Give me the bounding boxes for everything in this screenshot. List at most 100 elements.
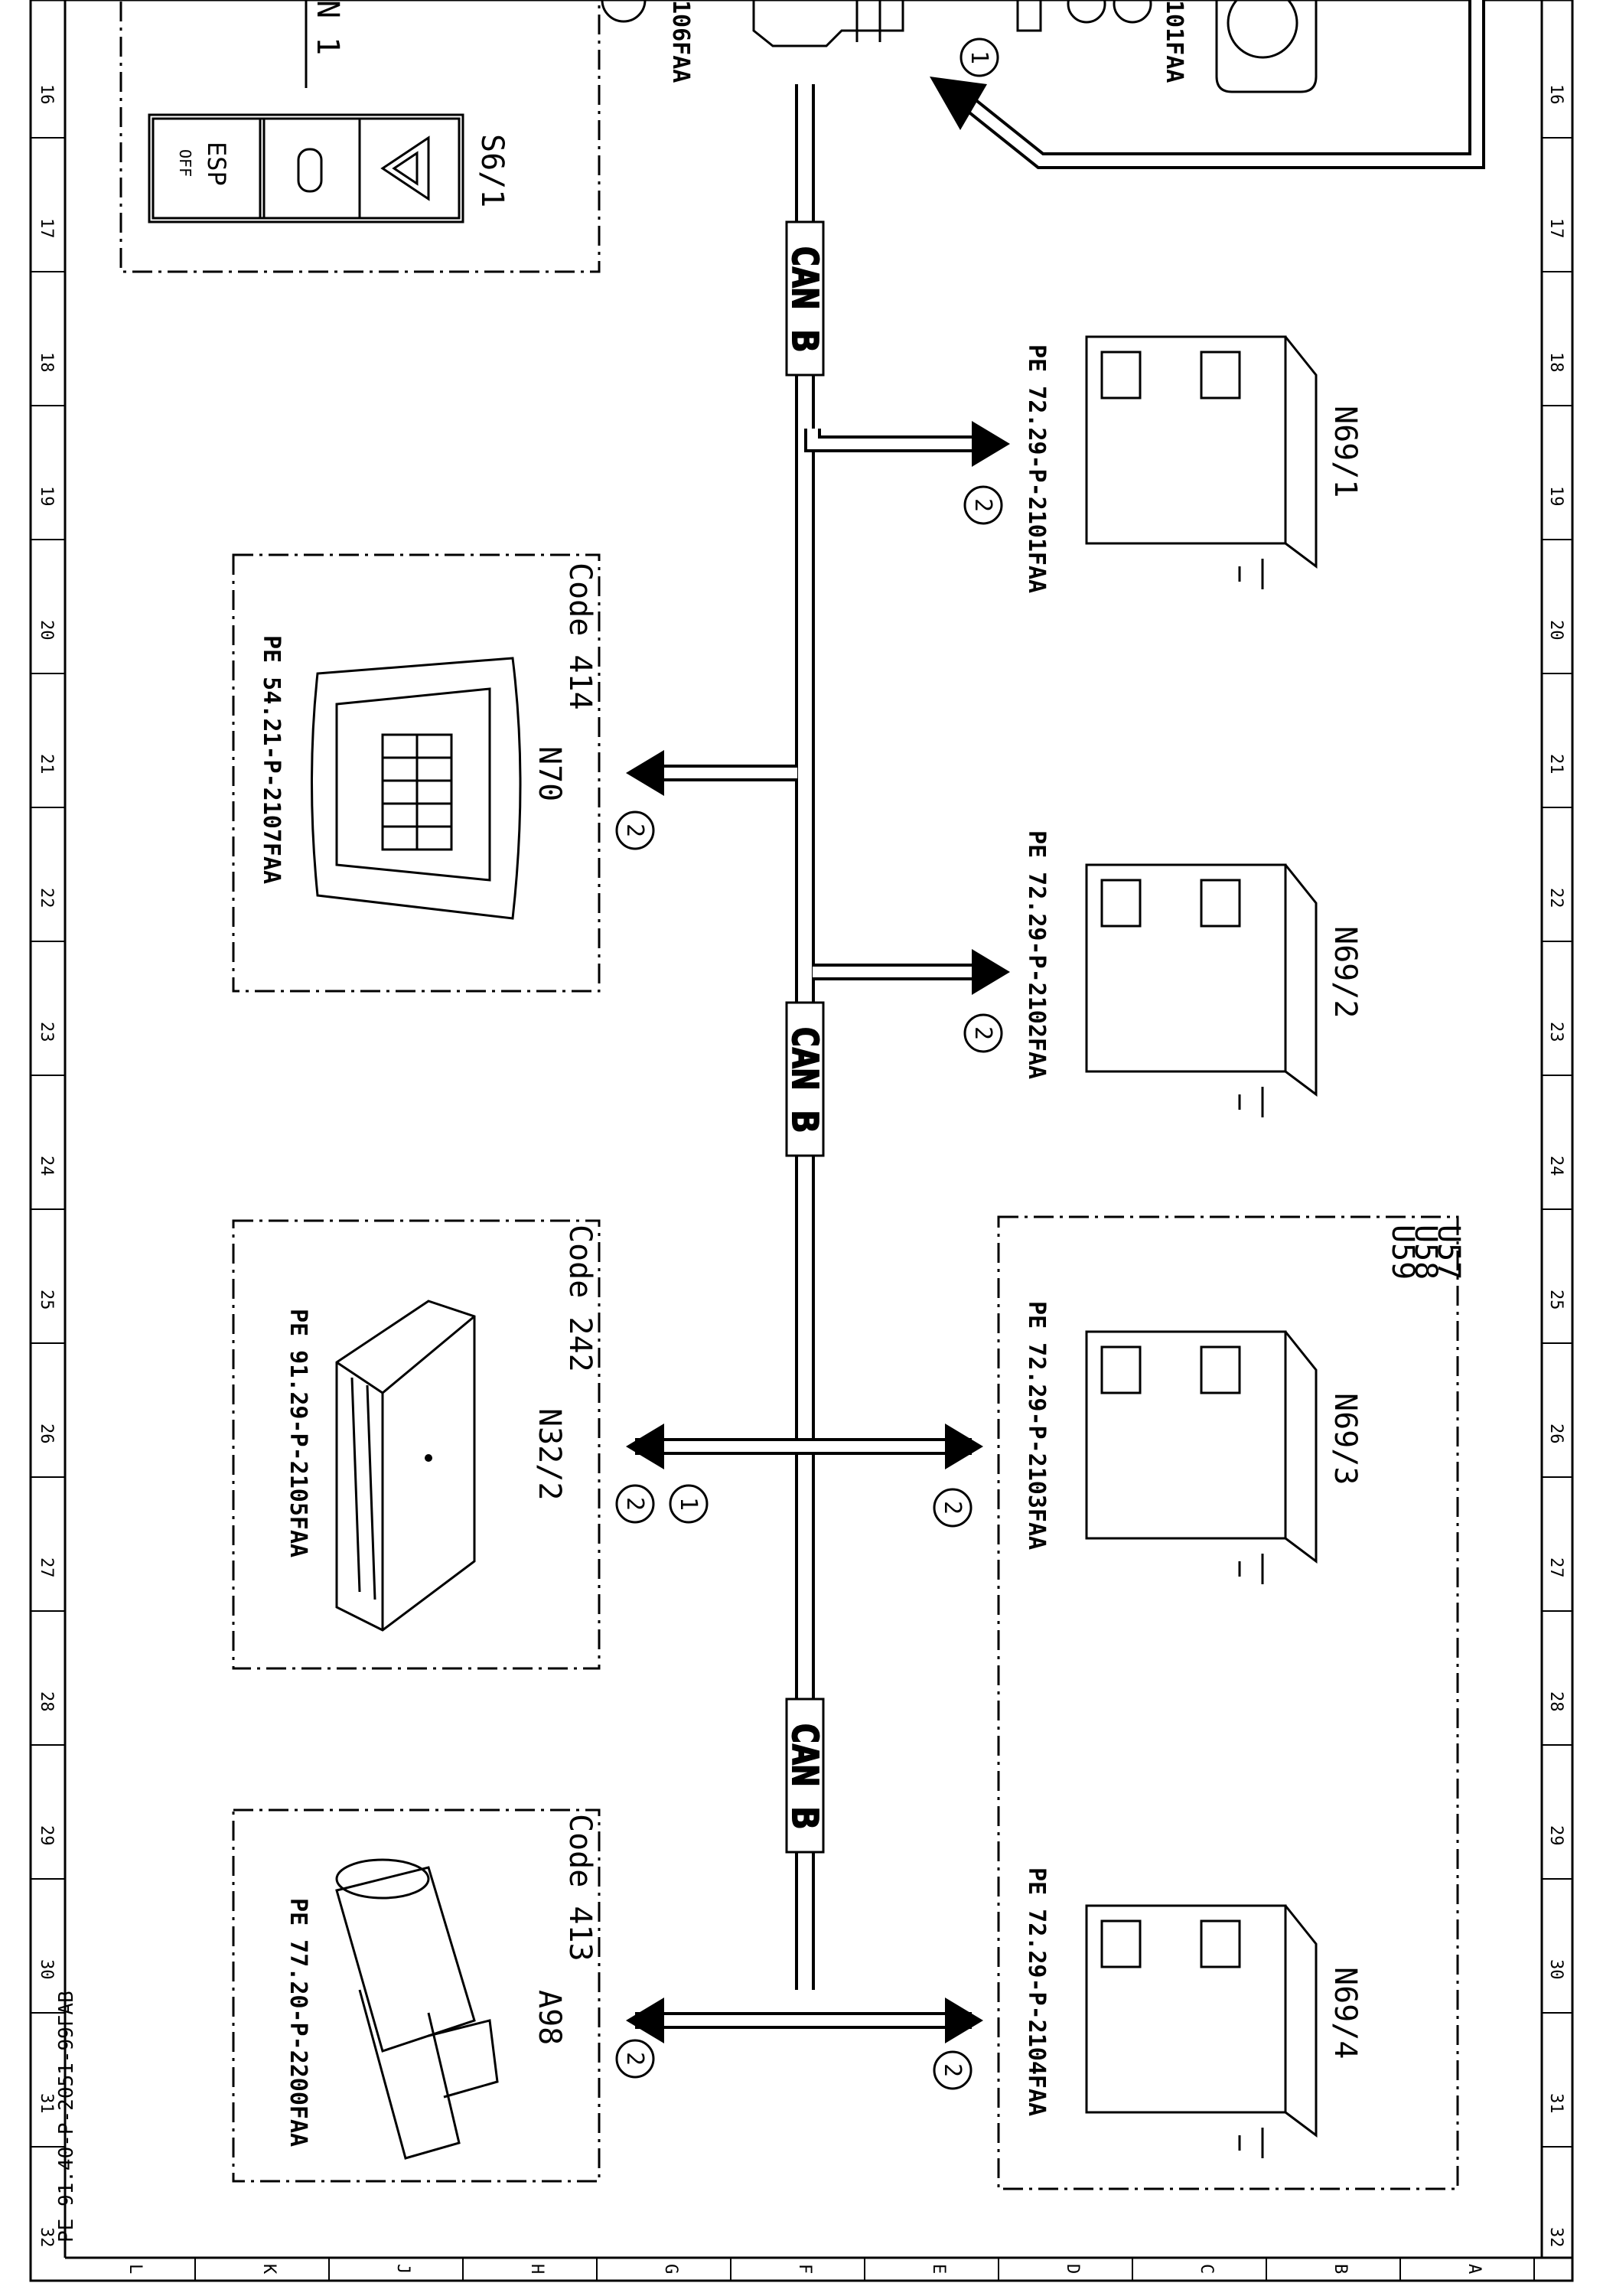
grid-number: 28 [37, 1691, 56, 1712]
grid-number: 28 [1546, 1691, 1566, 1712]
a98-code: Code 413 [562, 1814, 598, 1962]
circle-top: 1 [966, 51, 992, 64]
grid-number: 32 [1546, 2227, 1566, 2248]
grid-number: 17 [1546, 218, 1566, 239]
grid-letter: D [1063, 2264, 1082, 2274]
diagram-id: PE 91.40-P-2051-99FAB [55, 1991, 78, 2242]
can-bus: CAN B CAN B CAN B [784, 84, 826, 1990]
module-n69-4: N69/4 PE 72.29-P-2104FAA [1023, 1867, 1363, 2158]
grid-letter: E [929, 2264, 948, 2274]
n70-id: N70 [532, 746, 567, 801]
grid-number: 24 [1546, 1156, 1566, 1176]
circle-n32-2-b: 2 [621, 1497, 648, 1511]
grid-number: 26 [37, 1424, 56, 1444]
grid-number: 32 [37, 2227, 56, 2248]
grid-number: 31 [37, 2093, 56, 2114]
grid-letter: C [1197, 2264, 1216, 2274]
n70-ref: PE 54.21-P-2107FAA [258, 635, 285, 884]
grid-letter: B [1331, 2264, 1350, 2274]
can-b-label-3: CAN B [784, 1723, 826, 1828]
grid-number: 29 [37, 1825, 56, 1846]
grid-number: 20 [1546, 620, 1566, 641]
grid-numbers-right: 16 17 18 19 20 21 22 23 24 25 26 27 28 29 30 31 32 [1542, 84, 1572, 2281]
n69-3-ref: PE 72.29-P-2103FAA [1023, 1301, 1050, 1550]
can-b-label-1: CAN B [784, 246, 826, 351]
grid-number: 18 [37, 352, 56, 373]
grid-number: 18 [1546, 352, 1566, 373]
circle-markers: 1 2 2 2 1 2 2 2 2 [615, 38, 1003, 2090]
grid-number: 23 [37, 1022, 56, 1042]
module-n69-3: N69/3 PE 72.29-P-2103FAA [1023, 1301, 1363, 1584]
n69-3-id: N69/3 [1328, 1393, 1363, 1485]
n69-2-id: N69/2 [1328, 926, 1363, 1018]
u-code-box: U57 U58 U59 [997, 1215, 1466, 2190]
grid-number: 20 [37, 620, 56, 641]
grid-number: 16 [37, 84, 56, 105]
grid-number: 24 [37, 1156, 56, 1176]
circle-n69-4: 2 [939, 2063, 966, 2077]
module-n70: Code 414 N70 PE 54.21-P-2107FAA [232, 553, 601, 993]
grid-letter: J [393, 2264, 412, 2274]
grid-number: 26 [1546, 1424, 1566, 1444]
n69-1-id: N69/1 [1328, 406, 1363, 497]
s6-1-label: S6/1 [474, 134, 510, 207]
module-a98: Code 413 A98 PE 77.20-P-2200FAA [232, 1808, 601, 2183]
n69-2-ref: PE 72.29-P-2102FAA [1023, 830, 1050, 1079]
bus-branches [626, 0, 1485, 2043]
module-n69-1: N69/1 PE 72.29-P-2101FAA [1023, 335, 1363, 593]
off-text: OFF [176, 149, 194, 177]
can-b-label-2: CAN B [784, 1026, 826, 1132]
grid-number: 25 [37, 1290, 56, 1310]
grid-number: 31 [1546, 2093, 1566, 2114]
grid-number: 19 [1546, 486, 1566, 507]
u-code-3: U59 [1385, 1225, 1420, 1280]
n69-1-ref: PE 72.29-P-2101FAA [1023, 344, 1050, 593]
grid-letter: G [661, 2264, 680, 2274]
circle-a98: 2 [621, 2052, 648, 2066]
partial-ref-left: 106FAA [667, 0, 694, 83]
grid-number: 30 [37, 1959, 56, 1980]
grid-letter: K [259, 2264, 279, 2275]
n32-2-code: Code 242 [562, 1225, 598, 1372]
grid-number: 17 [37, 218, 56, 239]
partial-ref-right: 101FAA [1161, 0, 1188, 83]
grid-number: 22 [1546, 888, 1566, 908]
circle-n69-2: 2 [969, 1026, 996, 1040]
grid-letter: A [1465, 2264, 1484, 2274]
grid-number: 27 [1546, 1557, 1566, 1578]
module-n69-2: N69/2 PE 72.29-P-2102FAA [1023, 830, 1363, 1117]
n69-4-ref: PE 72.29-P-2104FAA [1023, 1867, 1050, 2116]
partial-n-label: N 1 [310, 0, 345, 55]
grid-letter: F [795, 2264, 814, 2274]
partial-top-parts [601, 0, 1318, 93]
grid-number: 22 [37, 888, 56, 908]
u-code-2: U58 [1408, 1225, 1443, 1280]
grid-number: 19 [37, 486, 56, 507]
grid-number: 23 [1546, 1022, 1566, 1042]
grid-number: 16 [1546, 84, 1566, 105]
a98-id: A98 [532, 1990, 567, 2045]
esp-text: ESP [202, 142, 231, 186]
grid-letter: H [527, 2264, 546, 2274]
circle-n32-2-a: 1 [675, 1497, 702, 1511]
grid-number: 29 [1546, 1825, 1566, 1846]
frame [29, 0, 1574, 2282]
module-n32-2: Code 242 N32/2 PE 91.29-P-2105FAA [232, 1219, 601, 1670]
n70-code: Code 414 [562, 563, 598, 710]
circle-n70: 2 [621, 823, 648, 837]
grid-letter: L [125, 2264, 145, 2274]
switch-unit-s6-1: S6/1 ESP OFF [119, 0, 601, 273]
grid-number: 30 [1546, 1959, 1566, 1980]
grid-number: 25 [1546, 1290, 1566, 1310]
a98-ref: PE 77.20-P-2200FAA [285, 1898, 311, 2147]
grid-number: 21 [37, 754, 56, 775]
circle-n69-1: 2 [969, 498, 996, 512]
circle-n69-3: 2 [939, 1501, 966, 1515]
n69-4-id: N69/4 [1328, 1967, 1363, 2059]
grid-number: 21 [1546, 754, 1566, 775]
n32-2-ref: PE 91.29-P-2105FAA [285, 1309, 311, 1557]
u-code-1: U57 [1431, 1225, 1466, 1280]
